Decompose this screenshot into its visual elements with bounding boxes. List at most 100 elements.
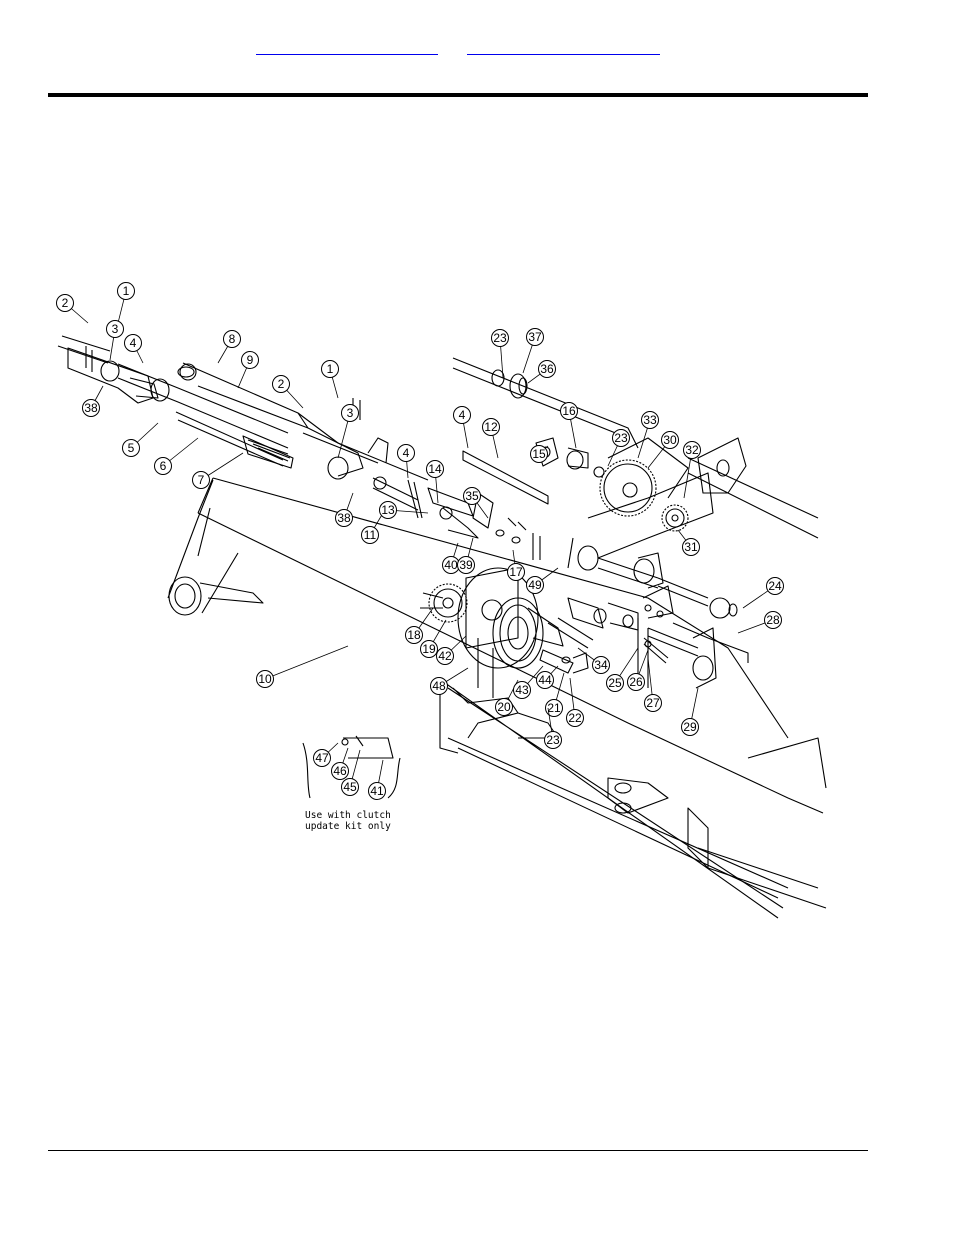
callout-label: 30: [663, 433, 677, 447]
callout-label: 2: [278, 377, 285, 391]
callout-circle: [682, 538, 700, 556]
callout-label: 47: [315, 751, 329, 765]
callout-circle: [379, 501, 397, 519]
callout-circle: [341, 404, 359, 422]
callout-circle: [683, 441, 701, 459]
callout-label: 9: [247, 353, 254, 367]
callout-label: 7: [198, 473, 205, 487]
callout-label: 3: [112, 322, 119, 336]
callout-label: 39: [459, 558, 473, 572]
callout-circle: [544, 731, 562, 749]
callout-label: 16: [562, 404, 576, 418]
callout-circle: [82, 399, 100, 417]
callout-circle: [538, 360, 556, 378]
callout-circle: [766, 577, 784, 595]
callout-circle: [154, 457, 172, 475]
callout-circle: [681, 718, 699, 736]
callout-label: 40: [444, 558, 458, 572]
callout-label: 44: [538, 673, 552, 687]
note-line-2: update kit only: [305, 821, 391, 832]
callout-circle: [641, 411, 659, 429]
callout-label: 4: [130, 336, 137, 350]
callout-circle: [426, 460, 444, 478]
header-link-2[interactable]: [467, 38, 660, 55]
callout-label: 8: [229, 332, 236, 346]
callout-label: 4: [459, 408, 466, 422]
callout-circle: [361, 526, 379, 544]
note-line-1: Use with clutch: [305, 810, 391, 821]
callout-label: 32: [685, 443, 699, 457]
callout-label: 35: [465, 489, 479, 503]
callout-label: 49: [528, 578, 542, 592]
header-link-1[interactable]: [256, 38, 438, 55]
callout-circle: [536, 671, 554, 689]
callout-circle: [491, 329, 509, 347]
callout-leader: [264, 645, 349, 680]
callout-circle: [335, 509, 353, 527]
callout-circle: [124, 334, 142, 352]
header-links: [0, 38, 954, 58]
callout-circle: [368, 782, 386, 800]
exploded-view-svg: 1234385678921343811131435403917412233736…: [56, 282, 827, 919]
callout-label: 29: [683, 720, 697, 734]
callout-label: 17: [509, 565, 523, 579]
callout-label: 13: [381, 503, 395, 517]
callout-label: 34: [594, 658, 608, 672]
callout-label: 2: [62, 296, 69, 310]
callout-label: 12: [484, 420, 498, 434]
callout-circle: [545, 699, 563, 717]
callout-circle: [453, 406, 471, 424]
callout-label: 37: [528, 330, 542, 344]
callout-circle: [482, 418, 500, 436]
callout-label: 1: [123, 284, 130, 298]
callout-label: 23: [614, 431, 628, 445]
callout-circle: [56, 294, 74, 312]
callout-label: 4: [403, 446, 410, 460]
callout-circle: [463, 487, 481, 505]
callout-circle: [612, 429, 630, 447]
callout-circle: [321, 360, 339, 378]
callout-circle: [661, 431, 679, 449]
callout-label: 46: [333, 764, 347, 778]
callout-circle: [420, 640, 438, 658]
callout-circle: [405, 626, 423, 644]
callout-circle: [192, 471, 210, 489]
callout-label: 43: [515, 683, 529, 697]
callout-circle: [495, 698, 513, 716]
callout-label: 48: [432, 679, 446, 693]
callout-label: 38: [337, 511, 351, 525]
callout-circle: [457, 556, 475, 574]
callout-circle: [436, 647, 454, 665]
callout-label: 5: [128, 441, 135, 455]
callout-label: 19: [422, 642, 436, 656]
callout-circle: [526, 328, 544, 346]
callout-label: 23: [493, 331, 507, 345]
callout-label: 25: [608, 676, 622, 690]
header-rule: [48, 93, 868, 97]
callout-label: 41: [370, 784, 384, 798]
callout-label: 42: [438, 649, 452, 663]
callout-circle: [272, 375, 290, 393]
callout-label: 33: [643, 413, 657, 427]
callout-circle: [331, 762, 349, 780]
callout-circle: [117, 282, 135, 300]
callout-circle: [223, 330, 241, 348]
callout-label: 26: [629, 675, 643, 689]
callout-label: 24: [768, 579, 782, 593]
callout-circle: [513, 681, 531, 699]
callout-label: 18: [407, 628, 421, 642]
callout-label: 14: [428, 462, 442, 476]
callout-label: 21: [547, 701, 561, 715]
callout-label: 28: [766, 613, 780, 627]
callout-circle: [606, 674, 624, 692]
callout-circle: [122, 439, 140, 457]
footer-rule: [48, 1150, 868, 1151]
callout-circle: [560, 402, 578, 420]
callout-circle: [341, 778, 359, 796]
callout-circle: [526, 576, 544, 594]
callout-circle: [644, 694, 662, 712]
callout-circle: [566, 709, 584, 727]
callout-label: 27: [646, 696, 660, 710]
callout-label: 38: [84, 401, 98, 415]
